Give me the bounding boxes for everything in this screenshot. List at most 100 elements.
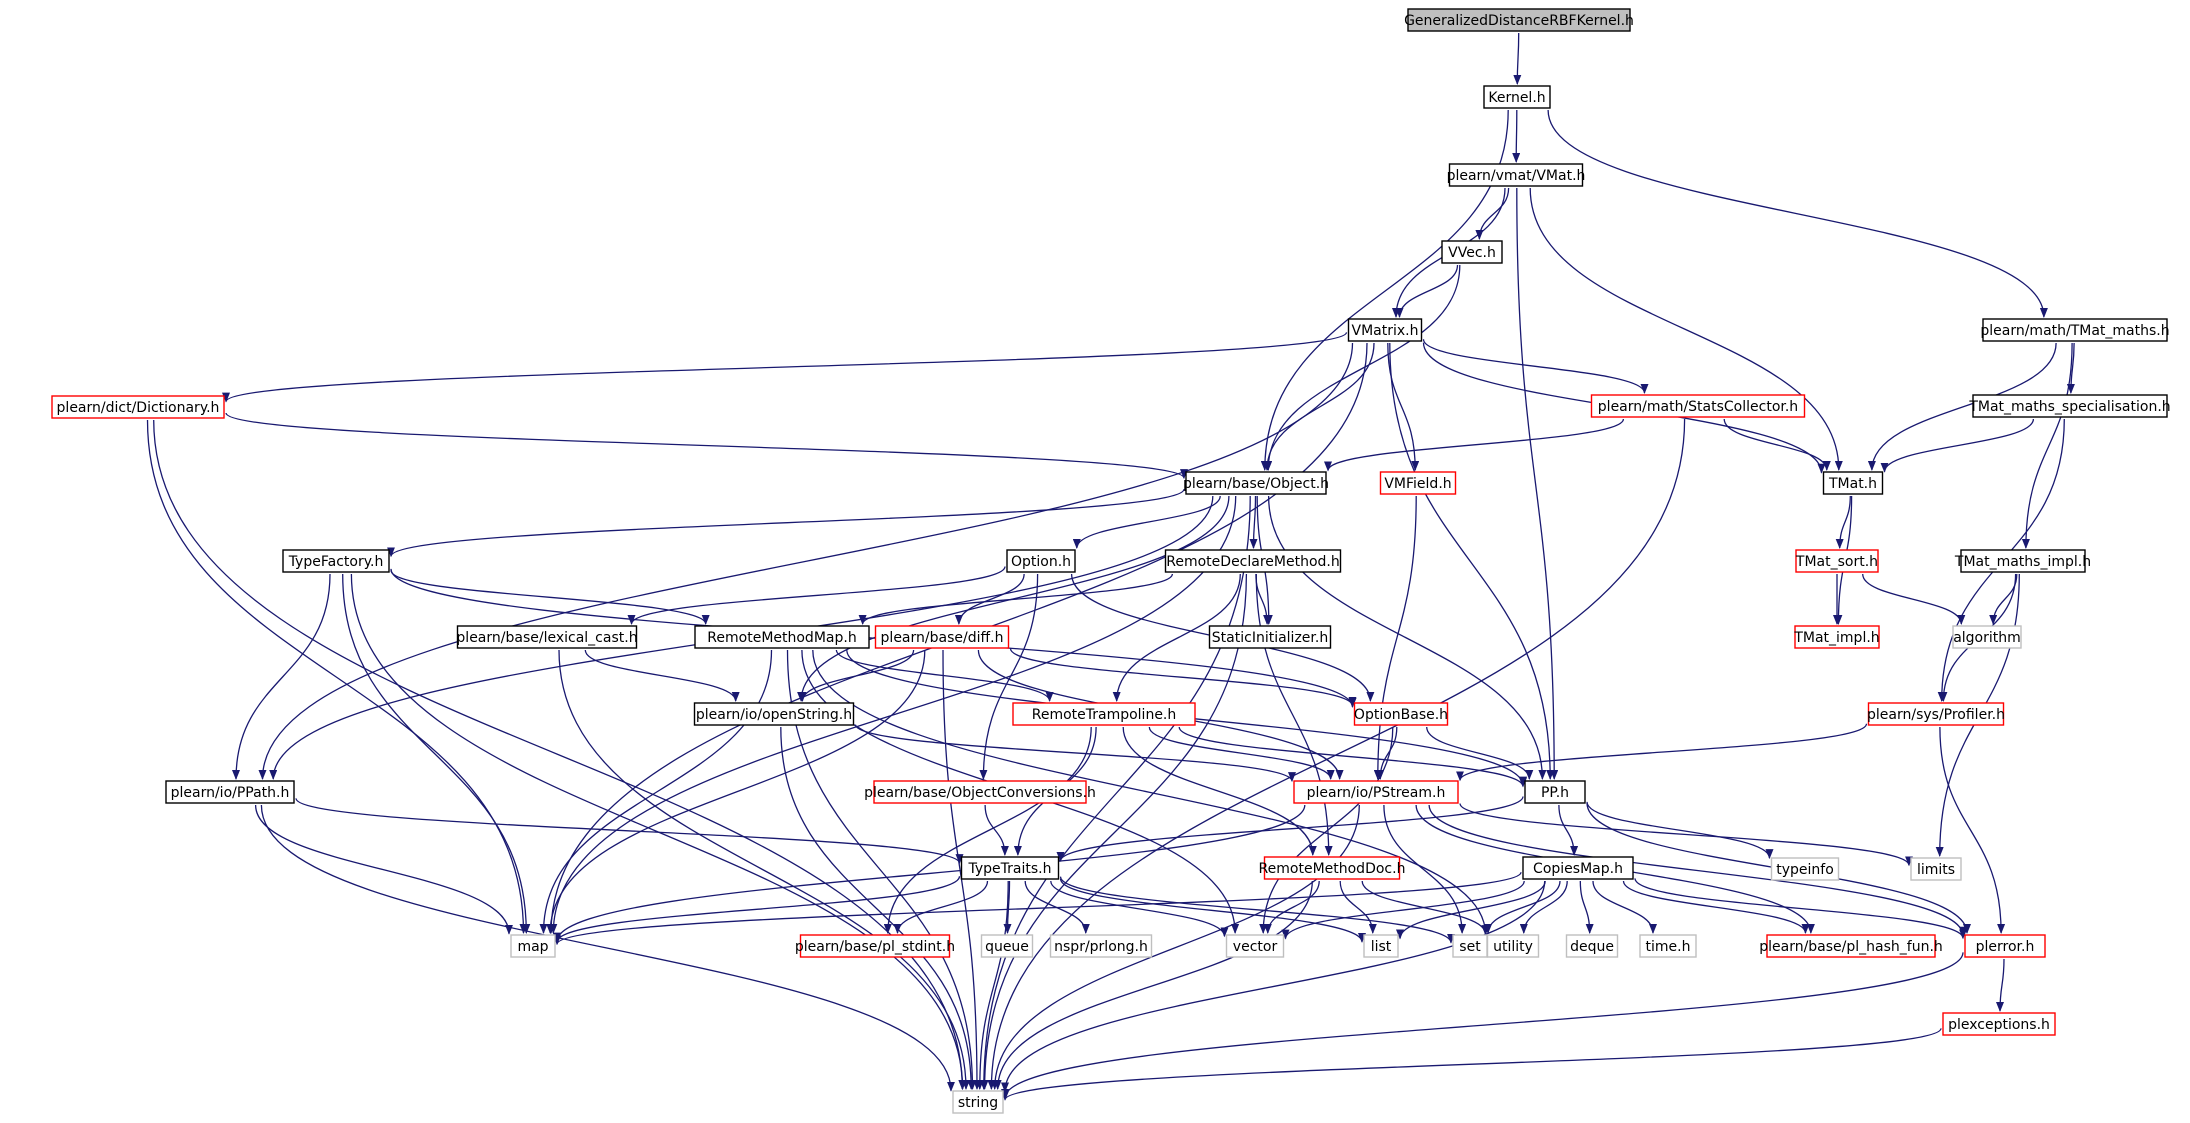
node-box[interactable] — [1263, 856, 1401, 880]
node-box[interactable] — [1379, 471, 1457, 495]
node-box[interactable] — [1208, 625, 1332, 649]
node-vector[interactable]: vector — [1225, 934, 1285, 958]
node-queue[interactable]: queue — [980, 934, 1034, 958]
node-box[interactable] — [1448, 163, 1584, 187]
node-box[interactable] — [1441, 240, 1503, 264]
node-box[interactable] — [1964, 934, 2046, 958]
node-box[interactable] — [1407, 8, 1631, 32]
node-vvec[interactable]: VVec.h — [1441, 240, 1503, 264]
node-pp[interactable]: PP.h — [1524, 780, 1586, 804]
node-box[interactable] — [1910, 857, 1962, 881]
node-tmatsort[interactable]: TMat_sort.h — [1795, 549, 1879, 573]
node-typeinfo[interactable]: typeinfo — [1770, 857, 1840, 881]
node-box[interactable] — [1822, 471, 1884, 495]
node-vmfield[interactable]: VMField.h — [1379, 471, 1457, 495]
node-option[interactable]: Option.h — [1006, 549, 1076, 573]
node-box[interactable] — [1942, 1012, 2056, 1036]
node-typetraits[interactable]: TypeTraits.h — [960, 856, 1060, 880]
node-kernel[interactable]: Kernel.h — [1483, 85, 1551, 109]
node-utility[interactable]: utility — [1486, 934, 1540, 958]
node-plhash[interactable]: plearn/base/pl_hash_fun.h — [1759, 934, 1943, 958]
node-tmatmathsimpl[interactable]: TMat_maths_impl.h — [1954, 549, 2091, 573]
node-box[interactable] — [1164, 549, 1342, 573]
node-box[interactable] — [1770, 857, 1840, 881]
node-vmat[interactable]: plearn/vmat/VMat.h — [1447, 163, 1586, 187]
node-box[interactable] — [1293, 780, 1459, 804]
node-box[interactable] — [1766, 934, 1936, 958]
node-remotedeclare[interactable]: RemoteDeclareMethod.h — [1164, 549, 1342, 573]
node-box[interactable] — [1794, 625, 1880, 649]
node-box[interactable] — [1522, 856, 1634, 880]
node-map[interactable]: map — [510, 934, 556, 958]
node-box[interactable] — [510, 934, 556, 958]
node-root[interactable]: GeneralizedDistanceRBFKernel.h — [1404, 8, 1634, 32]
node-box[interactable] — [1185, 471, 1327, 495]
node-box[interactable] — [952, 1090, 1004, 1114]
node-remotemethoddoc[interactable]: RemoteMethodDoc.h — [1259, 856, 1406, 880]
node-vmatrix[interactable]: VMatrix.h — [1347, 318, 1423, 342]
node-box[interactable] — [1982, 318, 2168, 342]
node-box[interactable] — [1363, 934, 1399, 958]
node-timeh[interactable]: time.h — [1639, 934, 1697, 958]
node-box[interactable] — [51, 395, 225, 419]
node-plerror[interactable]: plerror.h — [1964, 934, 2046, 958]
node-box[interactable] — [1353, 702, 1449, 726]
node-box[interactable] — [1590, 394, 1806, 418]
node-box[interactable] — [799, 934, 951, 958]
node-box[interactable] — [1486, 934, 1540, 958]
node-lexicalcast[interactable]: plearn/base/lexical_cast.h — [456, 625, 638, 649]
node-box[interactable] — [873, 780, 1087, 804]
node-set[interactable]: set — [1452, 934, 1488, 958]
node-prlong[interactable]: nspr/prlong.h — [1049, 934, 1153, 958]
node-tmat[interactable]: TMat.h — [1822, 471, 1884, 495]
node-statscollector[interactable]: plearn/math/StatsCollector.h — [1590, 394, 1806, 418]
node-ppath[interactable]: plearn/io/PPath.h — [165, 780, 295, 804]
node-box[interactable] — [1012, 702, 1196, 726]
node-deque[interactable]: deque — [1565, 934, 1619, 958]
node-tmatmaths[interactable]: plearn/math/TMat_maths.h — [1980, 318, 2170, 342]
node-box[interactable] — [1972, 394, 2168, 418]
node-diff[interactable]: plearn/base/diff.h — [874, 625, 1010, 649]
node-pstream[interactable]: plearn/io/PStream.h — [1293, 780, 1459, 804]
node-box[interactable] — [1049, 934, 1153, 958]
node-box[interactable] — [1565, 934, 1619, 958]
node-box[interactable] — [1225, 934, 1285, 958]
node-box[interactable] — [1639, 934, 1697, 958]
node-profiler[interactable]: plearn/sys/Profiler.h — [1867, 702, 2005, 726]
node-box[interactable] — [1960, 549, 2086, 573]
node-remotetrampoline[interactable]: RemoteTrampoline.h — [1012, 702, 1196, 726]
node-plexceptions[interactable]: plexceptions.h — [1942, 1012, 2056, 1036]
node-algorithm[interactable]: algorithm — [1952, 625, 2022, 649]
node-copiesmap[interactable]: CopiesMap.h — [1522, 856, 1634, 880]
node-typefactory[interactable]: TypeFactory.h — [282, 549, 390, 573]
node-box[interactable] — [1006, 549, 1076, 573]
node-box[interactable] — [874, 625, 1010, 649]
node-list[interactable]: list — [1363, 934, 1399, 958]
node-openstring[interactable]: plearn/io/openString.h — [693, 702, 855, 726]
node-box[interactable] — [1795, 549, 1879, 573]
node-remotemethodmap[interactable]: RemoteMethodMap.h — [694, 625, 870, 649]
node-box[interactable] — [1483, 85, 1551, 109]
node-box[interactable] — [1952, 625, 2022, 649]
node-box[interactable] — [980, 934, 1034, 958]
node-box[interactable] — [1867, 702, 2005, 726]
node-plstdint[interactable]: plearn/base/pl_stdint.h — [795, 934, 955, 958]
node-staticinit[interactable]: StaticInitializer.h — [1208, 625, 1332, 649]
node-limits[interactable]: limits — [1910, 857, 1962, 881]
edge-group — [539, 649, 773, 934]
node-object[interactable]: plearn/base/Object.h — [1183, 471, 1329, 495]
node-box[interactable] — [165, 780, 295, 804]
node-tmatspec[interactable]: TMat_maths_specialisation.h — [1968, 394, 2171, 418]
node-objconv[interactable]: plearn/base/ObjectConversions.h — [864, 780, 1096, 804]
node-box[interactable] — [282, 549, 390, 573]
node-box[interactable] — [1347, 318, 1423, 342]
node-box[interactable] — [693, 702, 855, 726]
node-box[interactable] — [456, 625, 638, 649]
node-box[interactable] — [1524, 780, 1586, 804]
node-box[interactable] — [694, 625, 870, 649]
node-optionbase[interactable]: OptionBase.h — [1353, 702, 1449, 726]
node-box[interactable] — [960, 856, 1060, 880]
node-tmatimpl[interactable]: TMat_impl.h — [1793, 625, 1880, 649]
node-dictionary[interactable]: plearn/dict/Dictionary.h — [51, 395, 225, 419]
node-string[interactable]: string — [952, 1090, 1004, 1114]
